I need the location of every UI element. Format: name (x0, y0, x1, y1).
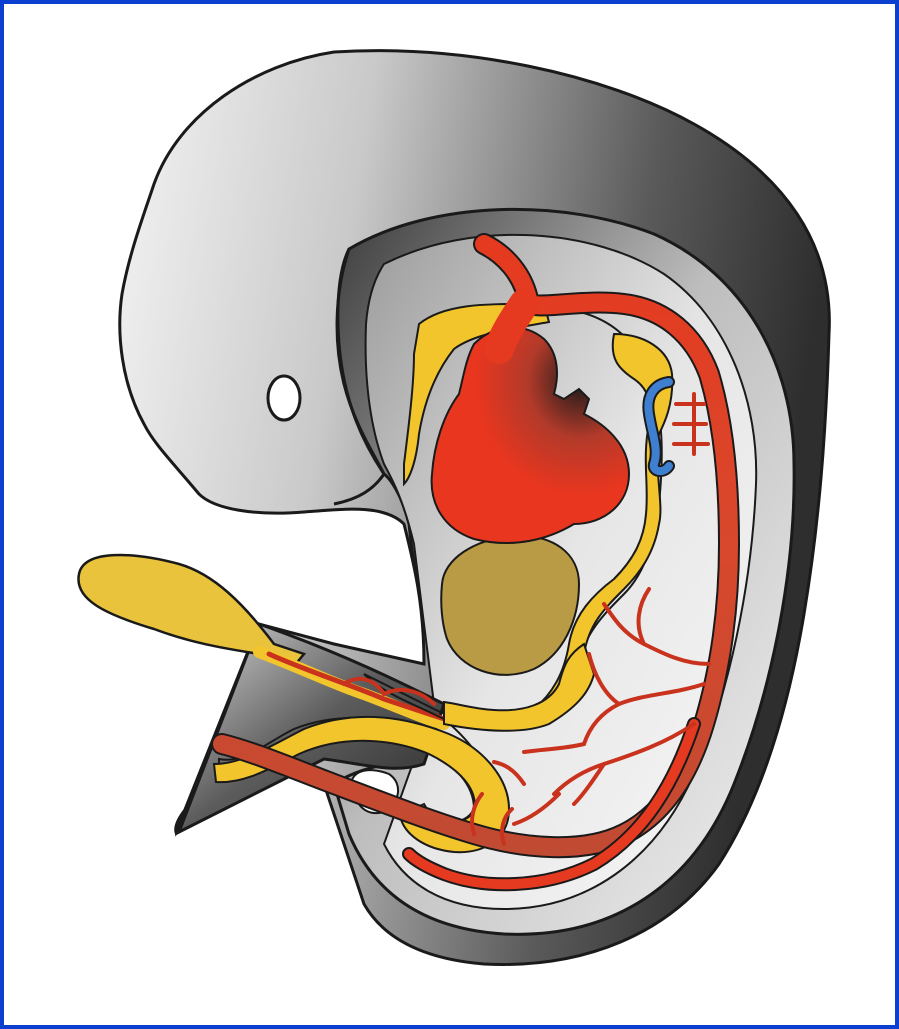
otic-vesicle (268, 376, 300, 420)
embryo-vascular-diagram (4, 4, 895, 1025)
yolk-sac (78, 555, 304, 666)
